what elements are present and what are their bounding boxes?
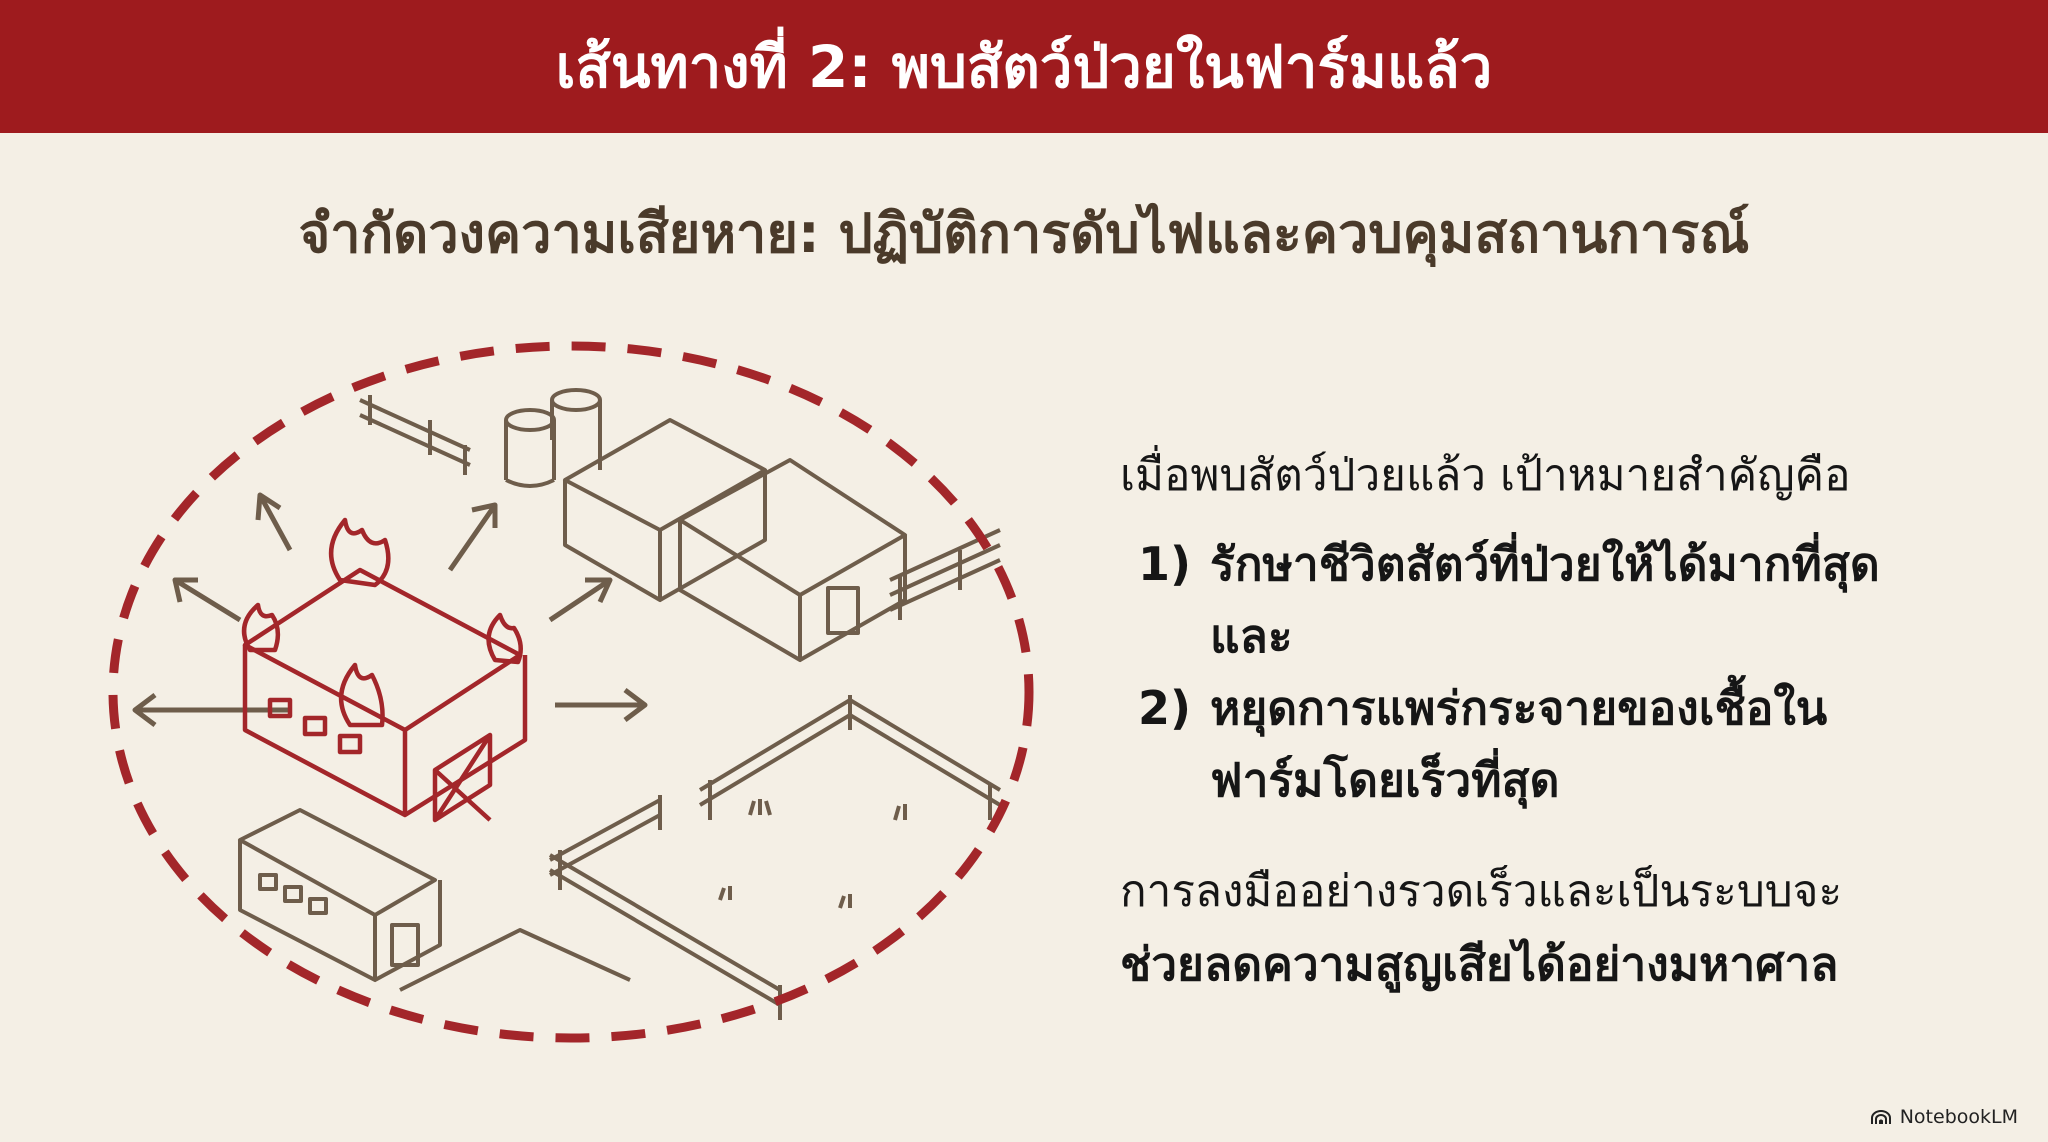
slide-title: เส้นทางที่ 2: พบสัตว์ป่วยในฟาร์มแล้ว	[555, 33, 1493, 101]
goal-text: หยุดการแพร่กระจายของเชื้อในฟาร์มโดยเร็วท…	[1210, 681, 1828, 807]
closing-line-2: ช่วยลดความสูญเสียได้อย่างมหาศาล	[1120, 937, 1839, 991]
farm-containment-illustration	[108, 341, 1034, 1043]
closing-line-1: การลงมืออย่างรวดเร็วและเป็นระบบจะ	[1120, 866, 1843, 917]
goal-item: 2) หยุดการแพร่กระจายของเชื้อในฟาร์มโดยเร…	[1120, 672, 2020, 816]
goal-text: รักษาชีวิตสัตว์ที่ป่วยให้ได้มากที่สุด แล…	[1210, 537, 1880, 663]
intro-text: เมื่อพบสัตว์ป่วยแล้ว เป้าหมายสำคัญคือ	[1120, 450, 1851, 501]
notebooklm-logo-icon	[1870, 1110, 1891, 1124]
title-banner: เส้นทางที่ 2: พบสัตว์ป่วยในฟาร์มแล้ว	[0, 0, 2048, 133]
containment-zone-dashed-circle	[108, 341, 1034, 1043]
goal-number: 1)	[1138, 537, 1192, 591]
fence-icon	[359, 395, 1002, 1020]
goal-item: 1) รักษาชีวิตสัตว์ที่ป่วยให้ได้มากที่สุด…	[1120, 528, 2020, 672]
shed-building-icon	[238, 808, 442, 982]
fire-flame-icon	[241, 517, 523, 728]
goal-number: 2)	[1138, 681, 1192, 735]
burning-barn-icon	[241, 517, 528, 823]
barn-building-icon	[563, 418, 907, 662]
slide-subtitle: จำกัดวงความเสียหาย: ปฏิบัติการดับไฟและคว…	[298, 202, 1750, 265]
notebooklm-brand: NotebookLM	[1870, 1106, 2018, 1128]
brand-label: NotebookLM	[1899, 1106, 2018, 1128]
silo-icon	[504, 388, 602, 488]
closing-text: การลงมืออย่างรวดเร็วและเป็นระบบจะ ช่วยลด…	[1120, 856, 2020, 1002]
content-text: เมื่อพบสัตว์ป่วยแล้ว เป้าหมายสำคัญคือ 1)…	[1120, 440, 2020, 1002]
spread-arrow-icon	[132, 492, 648, 727]
